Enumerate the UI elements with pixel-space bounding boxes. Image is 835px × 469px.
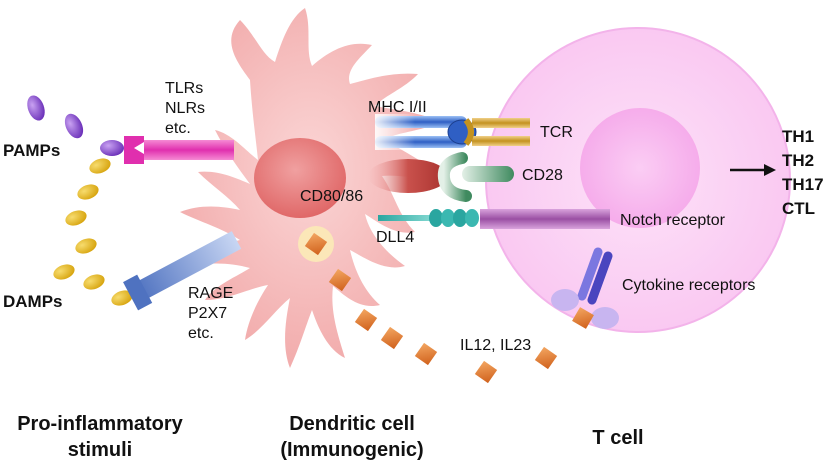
th17-label: TH17 [782, 175, 824, 194]
dll4-domain [429, 209, 443, 227]
cd28-stalk [462, 166, 514, 182]
damp-molecule [75, 238, 97, 254]
damp-molecule [65, 210, 87, 226]
tlr-receptor [124, 136, 234, 164]
damps-group [53, 158, 133, 306]
dll4-domain [441, 209, 455, 227]
notch-receptor [480, 209, 610, 229]
t-cell-nucleus [580, 108, 700, 228]
damp-bound [111, 290, 133, 306]
damps-label: DAMPs [3, 292, 63, 311]
tcell-title: T cell [592, 427, 643, 449]
dll4-stalk [378, 215, 430, 221]
tlrs-label: TLRs [165, 80, 203, 97]
dll4-domain [465, 209, 479, 227]
cd28-label: CD28 [522, 167, 563, 184]
t-cell [485, 27, 791, 333]
cytokine-receptor-head [591, 307, 619, 329]
tcr-upper-chain [472, 118, 530, 128]
secreted-cytokines [328, 268, 558, 384]
pamp-molecule [27, 95, 45, 121]
pamp-molecule [64, 113, 84, 139]
rage-stalk [132, 231, 242, 302]
cytokine [328, 268, 352, 292]
notch-label: Notch receptor [620, 212, 726, 229]
tlr-cup [124, 136, 144, 164]
cytokine [474, 360, 498, 384]
cytokine-receptor-chain [587, 251, 613, 305]
tcr-lower-chain [472, 136, 530, 146]
tlr-stalk [144, 140, 234, 160]
dc-title-line1: Dendritic cell [289, 413, 415, 435]
il12-il23-label: IL12, IL23 [460, 337, 531, 354]
etc-bottom-label: etc. [188, 325, 214, 342]
tcr-head [463, 118, 474, 146]
rage-receptor [123, 231, 242, 311]
cd28-arm [437, 152, 472, 202]
damp-molecule [77, 184, 99, 200]
rage-head [123, 274, 153, 311]
nlrs-label: NLRs [165, 100, 205, 117]
dll4-ligand [378, 209, 479, 227]
mhc-label: MHC I/II [368, 99, 427, 116]
cytokine-receptors-label: Cytokine receptors [622, 277, 755, 294]
th2-label: TH2 [782, 151, 814, 170]
th1-label: TH1 [782, 127, 814, 146]
cd80-86-molecule [368, 159, 448, 193]
dll4-domain [453, 209, 467, 227]
etc-top-label: etc. [165, 120, 191, 137]
dendritic-cell [180, 8, 440, 368]
dc-title-line2: (Immunogenic) [280, 439, 423, 461]
dendritic-cell-nucleus [254, 138, 346, 218]
cd80-86-label: CD80/86 [300, 188, 363, 205]
differentiation-arrow [730, 164, 776, 176]
cd28-receptor [437, 152, 514, 202]
cytokine-receptor-head [551, 289, 579, 311]
damp-molecule [89, 158, 111, 174]
mhc-complex [375, 114, 477, 150]
mhc-fade [375, 114, 415, 150]
cytokine [534, 346, 558, 370]
pamp-bound [100, 140, 124, 156]
pamps-group [27, 95, 124, 156]
cytokine [380, 326, 404, 350]
cytokine-receptor-group [551, 247, 619, 329]
stimuli-title-line1: Pro-inflammatory [17, 413, 183, 435]
damp-molecule [53, 264, 75, 280]
cytokine [354, 308, 378, 332]
tcr-label: TCR [540, 124, 573, 141]
damp-molecule [83, 274, 105, 290]
tcr-complex [463, 118, 530, 146]
vesicle-cytokine [304, 232, 328, 256]
cytokine [414, 342, 438, 366]
rage-label: RAGE [188, 285, 233, 302]
pamps-label: PAMPs [3, 141, 60, 160]
stimuli-title-line2: stimuli [68, 439, 132, 461]
cytokine-receptor-chain [577, 247, 603, 301]
p2x7-label: P2X7 [188, 305, 227, 322]
bound-cytokine [572, 307, 594, 329]
ctl-label: CTL [782, 199, 815, 218]
dll4-label: DLL4 [376, 229, 414, 246]
